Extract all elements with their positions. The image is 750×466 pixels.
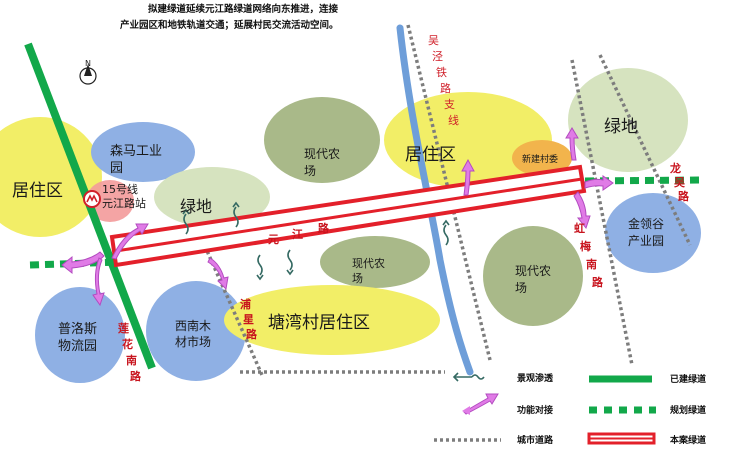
road-hongmei-4: 路 bbox=[592, 275, 604, 289]
residential-west-area bbox=[0, 117, 102, 237]
functional-connection-arrows bbox=[61, 127, 614, 307]
legend-functional-label: 功能对接 bbox=[517, 404, 553, 416]
road-labels: 元 江 路 吴 泾 铁 路 支 线 龙 吴 路 虹 梅 南 路 莲 花 南 路 … bbox=[118, 34, 690, 383]
zone-blobs bbox=[0, 68, 701, 383]
label-farm-2-2: 场 bbox=[352, 271, 363, 285]
legend-functional-symbol-icon bbox=[462, 393, 499, 415]
label-farm-3-2: 场 bbox=[515, 281, 527, 295]
label-new-village: 新建村委 bbox=[522, 153, 558, 165]
label-pulosi-2: 物流园 bbox=[58, 339, 97, 354]
road-hongmei-3: 南 bbox=[586, 257, 597, 271]
longwu-road bbox=[570, 59, 634, 366]
road-yuanjiang-2: 江 bbox=[292, 227, 303, 241]
label-pulosi-1: 普洛斯 bbox=[58, 322, 97, 337]
road-hongmei-2: 梅 bbox=[580, 239, 591, 253]
xinanmu-area bbox=[146, 281, 246, 381]
road-lianhua-1: 莲 bbox=[118, 321, 129, 335]
metro-station-halo bbox=[86, 180, 134, 222]
label-metro-2: 元江路站 bbox=[102, 196, 146, 210]
road-yuanjiang-1: 元 bbox=[268, 233, 279, 246]
label-metro-1: 15号线 bbox=[102, 182, 138, 196]
label-senma-1: 森马工业 bbox=[110, 144, 162, 159]
label-residential-west: 居住区 bbox=[12, 181, 63, 201]
road-longwu-3: 路 bbox=[678, 189, 690, 203]
intro-line-1: 拟建绿道延续元江路绿道网络向东推进，连接 bbox=[148, 3, 339, 15]
rail-label-1: 吴 bbox=[428, 34, 439, 47]
legend-landscape-symbol-icon bbox=[452, 372, 485, 382]
road-lianhua-3: 南 bbox=[126, 353, 137, 367]
label-farm-2-1: 现代农 bbox=[352, 256, 385, 270]
north-arrow-icon: N bbox=[79, 59, 97, 85]
river bbox=[396, 24, 474, 376]
rail-label-5: 支 bbox=[444, 98, 455, 111]
residential-north-area bbox=[384, 92, 552, 188]
new-village-area bbox=[512, 140, 572, 176]
legend-planned-label: 规划绿道 bbox=[670, 404, 706, 416]
label-xinanmu-2: 材市场 bbox=[175, 334, 211, 349]
senma-area bbox=[91, 122, 195, 182]
legend-built-label: 已建绿道 bbox=[670, 373, 706, 385]
label-senma-2: 园 bbox=[110, 161, 123, 176]
zone-labels: 居住区 森马工业 园 15号线 元江路站 绿地 现代农 场 居住区 新建村委 绿… bbox=[12, 117, 664, 354]
road-longwu-2: 吴 bbox=[674, 176, 686, 189]
road-lianhua-4: 路 bbox=[130, 369, 142, 383]
tangwan-area bbox=[224, 285, 440, 355]
rail-label-6: 线 bbox=[448, 113, 459, 127]
pulosi-area bbox=[35, 287, 125, 383]
label-residential-north: 居住区 bbox=[405, 145, 456, 165]
label-jinlinggu-2: 产业园 bbox=[628, 234, 664, 248]
road-longwu-1: 龙 bbox=[669, 161, 681, 175]
rail-label-2: 泾 bbox=[432, 50, 443, 63]
label-farm-1-2: 场 bbox=[304, 164, 316, 178]
landscape-infiltration-marks bbox=[182, 201, 450, 281]
road-puxing-2: 星 bbox=[243, 313, 254, 326]
legend-project-swatch bbox=[587, 432, 656, 445]
label-xinanmu-1: 西南木 bbox=[175, 318, 211, 333]
intro-line-2: 产业园区和地铁轨道交通；延展村民交流活动空间。 bbox=[120, 19, 339, 31]
road-lianhua-2: 花 bbox=[122, 337, 133, 351]
label-farm-3-1: 现代农 bbox=[515, 264, 551, 278]
farm-2-area bbox=[320, 236, 430, 288]
north-label: N bbox=[85, 59, 91, 68]
metro-station-icon bbox=[83, 190, 101, 208]
road-puxing-3: 路 bbox=[246, 327, 258, 341]
legend-project-label: 本案绿道 bbox=[670, 434, 706, 446]
farm-1-area bbox=[264, 97, 380, 183]
green-west-area bbox=[154, 167, 270, 227]
jinlinggu-area bbox=[605, 193, 701, 273]
rail-label-4: 路 bbox=[440, 82, 451, 95]
label-farm-1-1: 现代农 bbox=[304, 147, 340, 161]
road-puxing-1: 浦 bbox=[240, 297, 251, 311]
road-hongmei-1: 虹 bbox=[574, 221, 585, 235]
legend: 景观渗透 已建绿道 功能对接 规划绿道 城市道路 本案绿道 bbox=[434, 372, 706, 446]
green-east-area bbox=[568, 68, 688, 172]
farm-3-area bbox=[483, 226, 583, 326]
legend-city-road-label: 城市道路 bbox=[517, 434, 554, 446]
legend-landscape-label: 景观渗透 bbox=[517, 372, 554, 384]
hongmei-road bbox=[598, 54, 692, 246]
label-jinlinggu-1: 金领谷 bbox=[628, 216, 664, 231]
road-yuanjiang-3: 路 bbox=[318, 221, 330, 235]
label-green-east: 绿地 bbox=[604, 117, 638, 137]
rail-label-3: 铁 bbox=[436, 66, 447, 79]
label-tangwan: 塘湾村居住区 bbox=[268, 313, 370, 333]
label-green-west: 绿地 bbox=[180, 197, 212, 216]
